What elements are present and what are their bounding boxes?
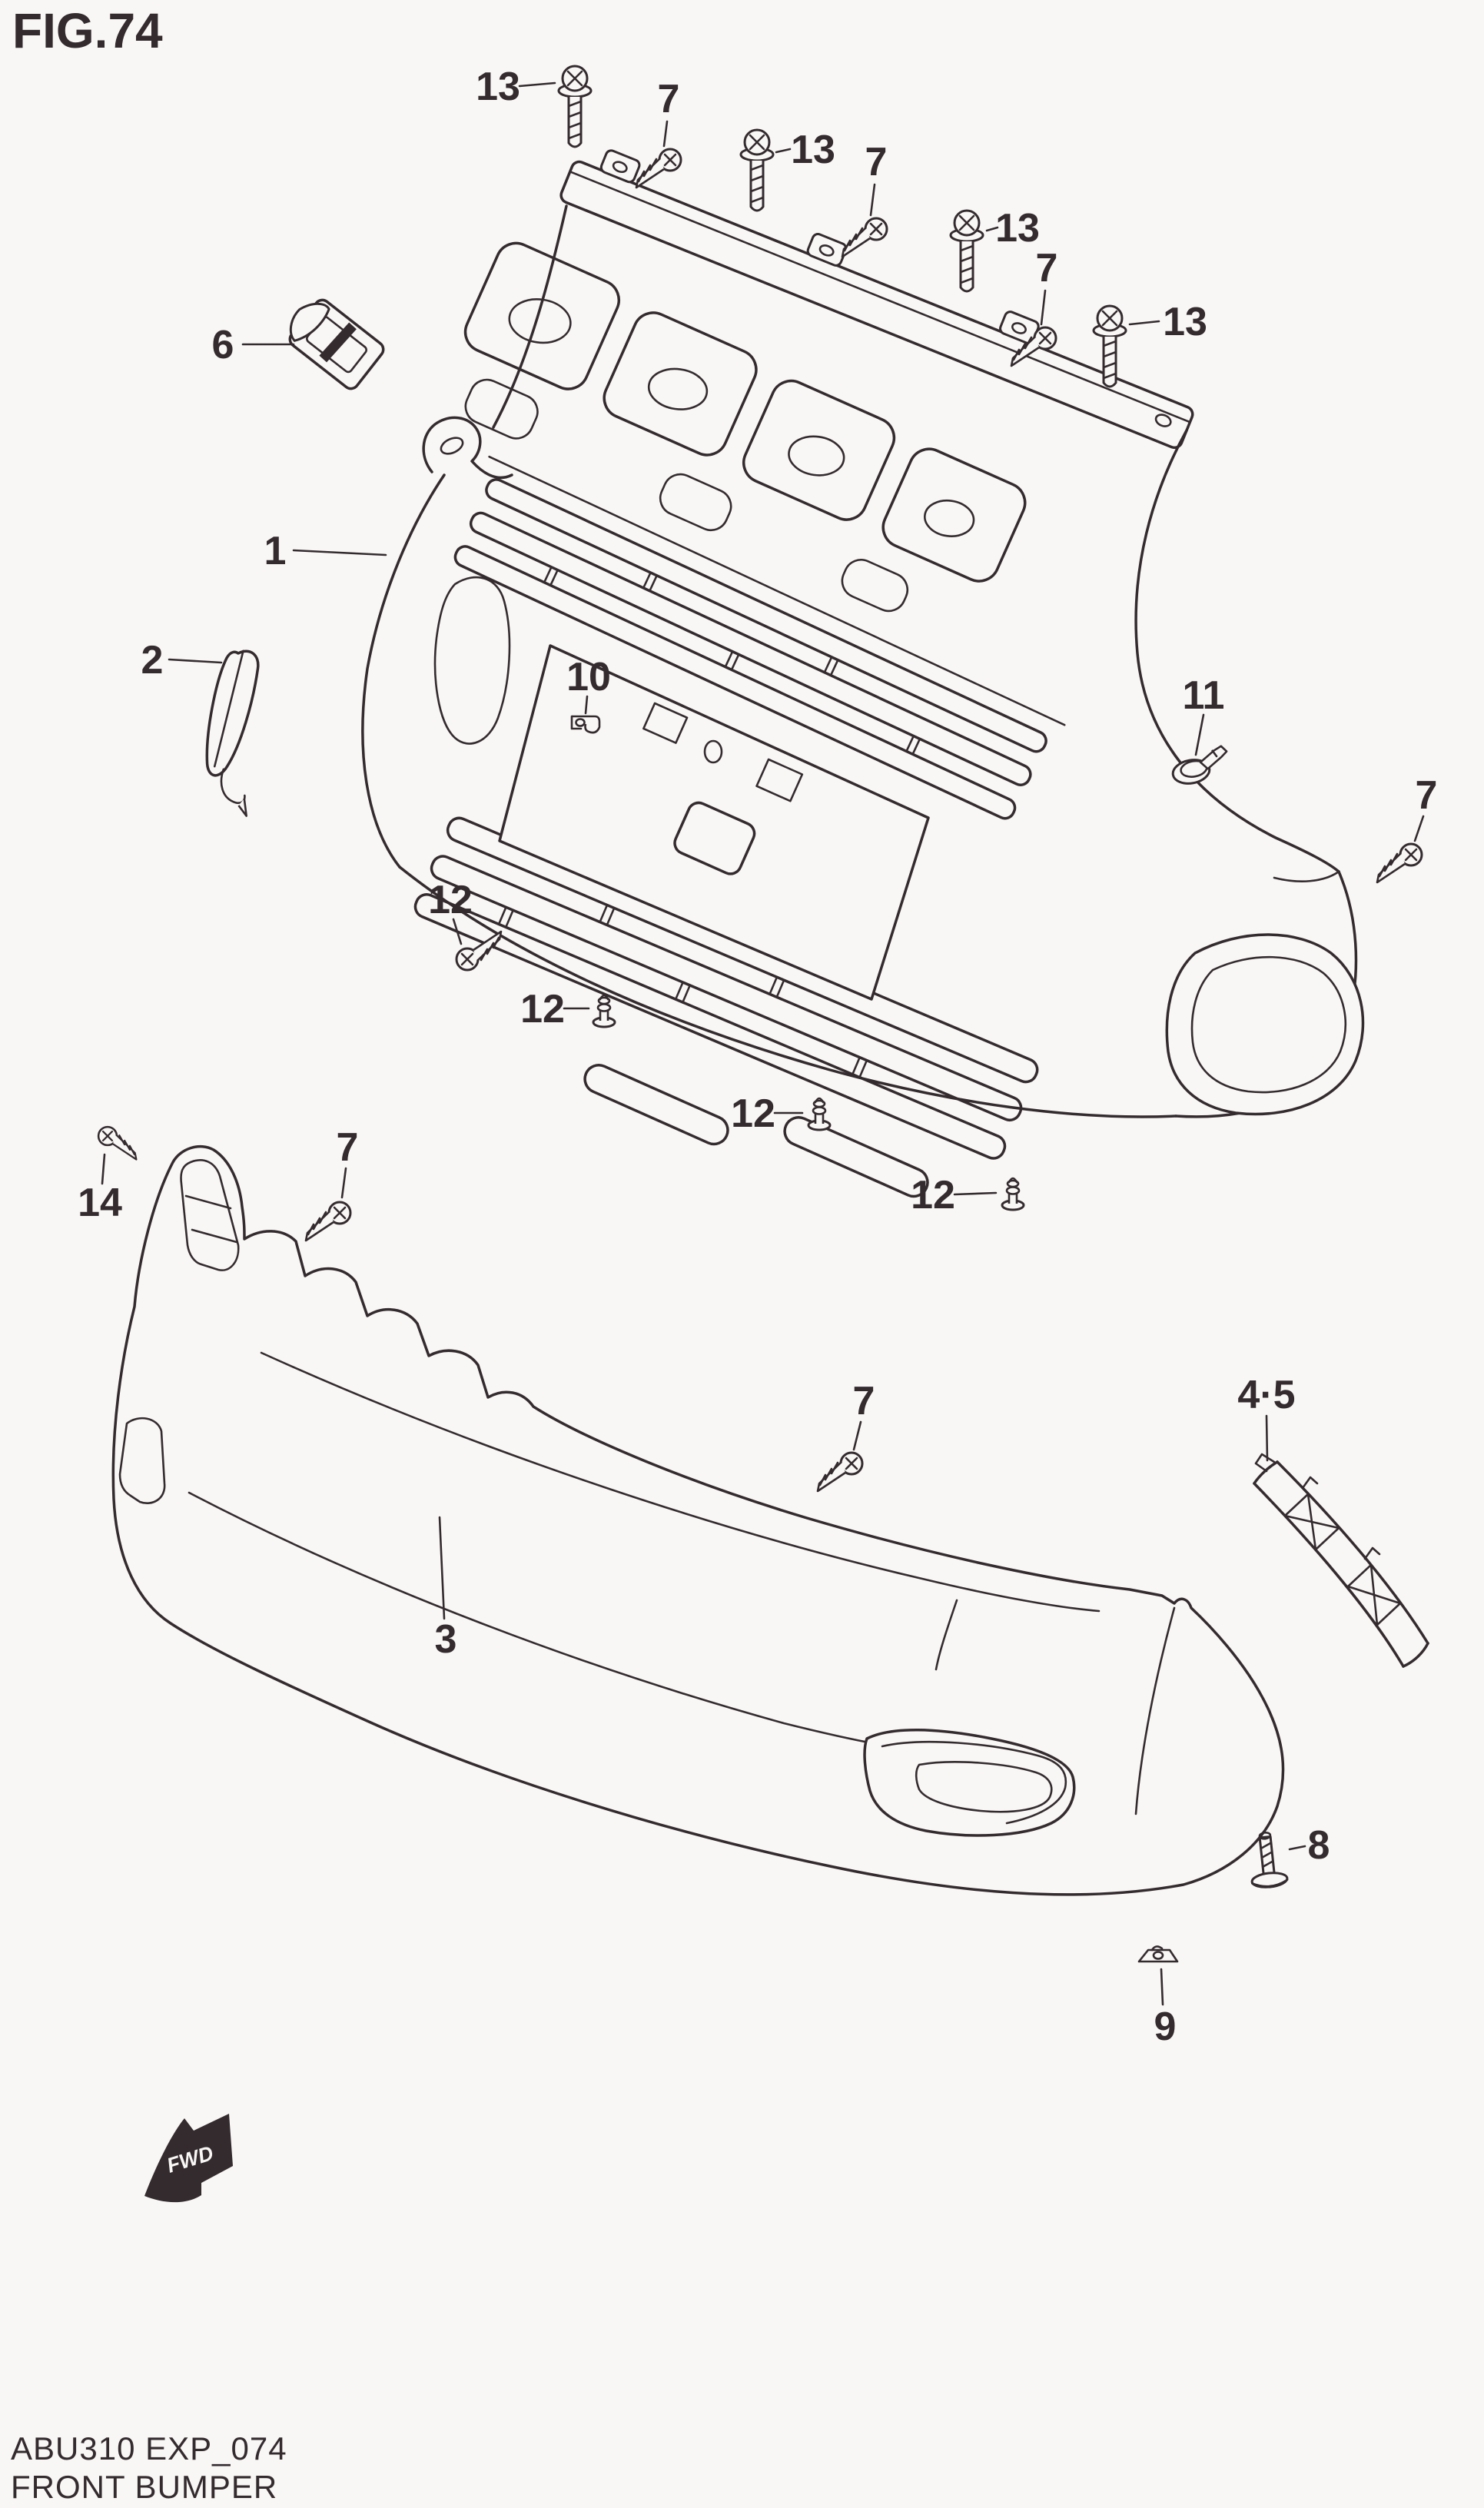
- callout-8: 8: [1308, 1823, 1330, 1868]
- flange-stud-bolt-icon: [1246, 1829, 1290, 1890]
- tapping-screw-icon: [816, 1451, 864, 1493]
- left-inset: [118, 1417, 166, 1504]
- upper-bumper-assembly: [361, 149, 1365, 1198]
- bottom-lip-slot: [583, 1064, 729, 1146]
- callout-4-5: 4·5: [1237, 1373, 1295, 1417]
- fwd-arrow-icon: FWD: [144, 2114, 233, 2203]
- callout-7-4: 7: [1416, 773, 1438, 818]
- pan-screw-icon: [455, 930, 503, 972]
- tapping-screw-icon: [304, 1201, 352, 1242]
- callout-11: 11: [1183, 673, 1225, 718]
- callout-7-1: 7: [658, 77, 680, 121]
- fog-lamp-bezel: [863, 1729, 1076, 1837]
- callout-12-3: 12: [731, 1091, 775, 1136]
- cover-cap-icon: [205, 649, 260, 817]
- flanged-bolt-icon: [557, 65, 593, 148]
- callout-12-4: 12: [911, 1173, 955, 1217]
- callout-7-5: 7: [337, 1125, 359, 1170]
- stud-rivet-icon: [592, 994, 616, 1028]
- figure-title: FIG.74: [12, 3, 163, 58]
- lower-bumper-skirt: [111, 1144, 1285, 1896]
- callout-6: 6: [212, 323, 234, 367]
- callout-13-1: 13: [476, 65, 520, 109]
- callout-13-2: 13: [791, 128, 835, 172]
- footer-code: ABU310 EXP_074: [11, 2430, 287, 2466]
- stud-rivet-icon: [807, 1097, 832, 1131]
- callout-12-1: 12: [428, 878, 473, 922]
- tapping-screw-icon: [841, 217, 888, 258]
- plate-clip-icon: [1137, 1945, 1179, 1963]
- callout-14: 14: [78, 1181, 122, 1225]
- callout-7-3: 7: [1036, 246, 1058, 291]
- callout-13-4: 13: [1163, 300, 1207, 344]
- footer-name: FRONT BUMPER: [11, 2469, 277, 2505]
- grille-band-upper: [453, 455, 1066, 820]
- right-end-cap: [1165, 933, 1365, 1116]
- flanged-bolt-icon: [739, 128, 775, 212]
- fin-vent: [180, 1159, 240, 1271]
- callout-10: 10: [566, 655, 611, 699]
- license-plate-recess: [498, 644, 930, 1001]
- tapping-screw-icon: [635, 148, 682, 189]
- leader-lines: [101, 81, 1425, 2006]
- push-rivet-icon: [1168, 744, 1233, 788]
- callout-7-2: 7: [865, 140, 888, 184]
- callout-13-3: 13: [995, 206, 1040, 251]
- grommet-icon: [288, 298, 385, 390]
- bottom-lip-slot: [783, 1116, 929, 1198]
- flanged-bolt-icon: [949, 209, 984, 293]
- side-bracket: [1253, 1453, 1429, 1668]
- callout-9: 9: [1154, 2005, 1177, 2049]
- callout-labels: 13 7 13 7 13 7 13 6 1 2 10 11 7 12 12 12…: [78, 65, 1437, 2049]
- callout-2: 2: [141, 638, 164, 683]
- callout-12-2: 12: [520, 987, 565, 1031]
- tapping-screw-icon: [1376, 842, 1423, 884]
- upper-pocket-row: [463, 241, 1027, 613]
- callout-1: 1: [264, 529, 287, 573]
- stud-rivet-icon: [1001, 1177, 1025, 1211]
- callout-7-6: 7: [853, 1379, 875, 1423]
- callout-3: 3: [435, 1617, 457, 1662]
